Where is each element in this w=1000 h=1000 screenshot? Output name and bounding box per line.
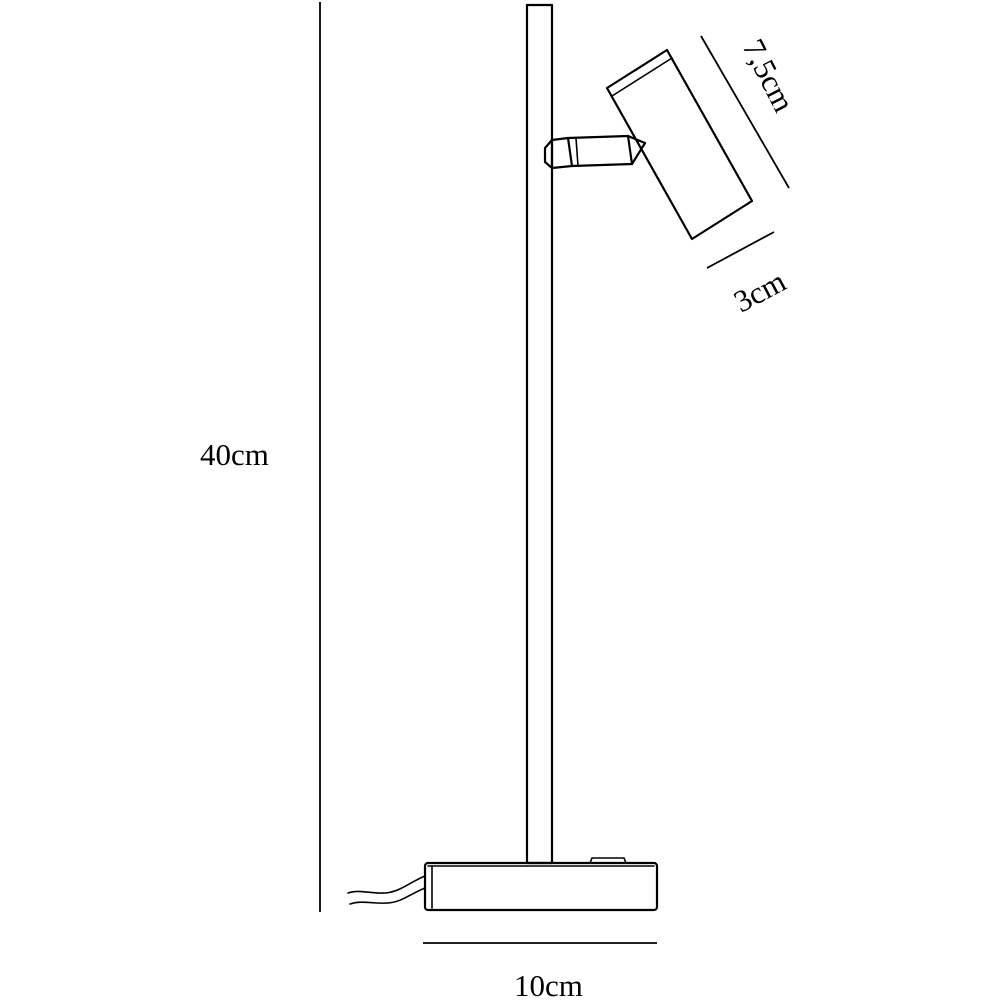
head-width-label: 3cm [728, 263, 792, 319]
head-length-dimension-line [700, 35, 790, 189]
base-width-label: 10cm [514, 968, 583, 1000]
lamp-base [423, 857, 659, 912]
lamp-head [605, 48, 754, 241]
lamp-pole [525, 3, 554, 865]
power-cable [347, 875, 426, 905]
head-width-dimension-line [706, 231, 775, 269]
height-label: 40cm [200, 437, 269, 472]
swivel-joint [543, 134, 647, 170]
head-length-label: 7,5cm [736, 33, 802, 117]
